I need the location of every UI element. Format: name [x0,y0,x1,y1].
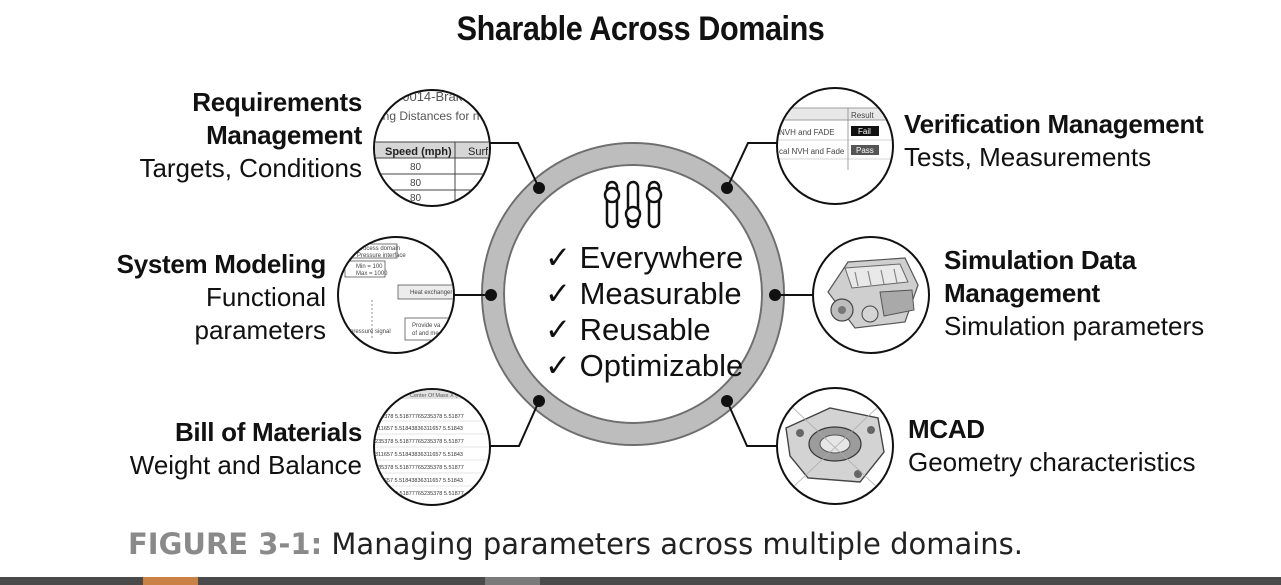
svg-text:Max = 1000: Max = 1000 [356,271,388,277]
mcad-heading: MCAD [908,414,985,444]
check-icon: ✓ [545,348,571,383]
requirements-thumbnail: 00014-Brak ing Distances for n Speed (mp… [373,89,491,207]
check-item-reusable: ✓ Reusable [545,312,711,347]
svg-text:80: 80 [410,178,422,189]
svg-text:Speed (mph): Speed (mph) [385,146,452,158]
simulation-heading-2: Management [944,278,1100,308]
mcad-part-image [776,387,894,505]
svg-text:5235378 5.51877765235378 5.5: 5235378 5.51877765235378 5.51877 [372,491,464,497]
svg-text:Fail: Fail [858,127,871,136]
svg-text:of and me: of and me [412,331,439,337]
simulation-heading-1: Simulation Data [944,245,1136,275]
svg-text:Center Of Mass X (..: Center Of Mass X (.. [410,393,461,399]
caption-text: Managing parameters across multiple doma… [322,527,1024,561]
check-icon: ✓ [545,312,571,347]
verification-heading: Verification Management [904,109,1204,139]
svg-text:80: 80 [410,162,422,173]
bottom-bar [0,577,1281,585]
bottom-bar-segment [485,577,540,585]
bom-heading: Bill of Materials [174,417,362,447]
svg-text:Process domain: Process domain [357,246,400,252]
svg-text:8311657 5.51843836311657 5.5: 8311657 5.51843836311657 5.51843 [372,478,463,484]
svg-text:Pass: Pass [856,146,874,155]
requirements-heading-2: Management [206,120,362,150]
svg-text:cal NVH and Fade: cal NVH and Fade [779,147,845,156]
svg-text:5235378 5.51877765235378 5.5: 5235378 5.51877765235378 5.51877 [372,465,464,471]
verification-label: Verification Management Tests, Measureme… [904,108,1224,174]
svg-text:pressure signal: pressure signal [350,329,391,335]
diagram-title: Sharable Across Domains [456,10,825,48]
simulation-label: Simulation Data Management Simulation pa… [944,244,1244,343]
svg-text:8311657 5.51843836311657 5.5: 8311657 5.51843836311657 5.51843 [372,452,463,458]
figure-caption: FIGURE 3-1: Managing parameters across m… [128,527,1023,561]
sliders-icon [603,180,663,229]
connector-dots [485,182,781,407]
svg-text:80: 80 [410,193,422,204]
verification-subtitle: Tests, Measurements [904,142,1152,172]
bottom-bar-accent [143,577,198,585]
central-ring-inner-edge [503,164,763,424]
engine-image [812,236,930,354]
svg-text:5235378 5.51877765235378 5.5: 5235378 5.51877765235378 5.51877 [372,439,464,445]
check-item-measurable: ✓ Measurable [545,276,742,311]
check-item-optimizable: ✓ Optimizable [545,348,744,383]
center-checklist: ✓ Everywhere ✓ Measurable ✓ Reusable ✓ O… [545,240,785,384]
svg-text:Result: Result [851,111,874,120]
svg-text:ing Distances for n: ing Distances for n [380,109,479,123]
bom-subtitle: Weight and Balance [129,450,362,480]
system-modeling-sub-2: parameters [194,315,327,345]
svg-text:Pressure interface: Pressure interface [357,253,406,259]
requirements-subtitle: Targets, Conditions [139,153,362,183]
verification-thumbnail: Result NVH and FADE cal NVH and Fade Fai… [776,87,894,205]
mcad-label: MCAD Geometry characteristics [908,413,1228,479]
svg-text:NVH and FADE: NVH and FADE [779,128,835,137]
check-icon: ✓ [545,240,571,275]
check-item-everywhere: ✓ Everywhere [545,240,744,275]
system-modeling-thumbnail: Process domain Pressure interface Min = … [337,236,455,354]
svg-text:5235378 5.51877765235378 5.5: 5235378 5.51877765235378 5.51877 [372,414,464,420]
system-modeling-label: System Modeling Functional parameters [80,248,327,347]
system-modeling-sub-1: Functional [206,282,326,312]
figure-label: FIGURE 3-1: [128,527,323,561]
svg-text:Surf: Surf [468,146,489,158]
bom-thumbnail: Center Of Mass X (.. 5235378 5.518777652… [372,388,491,506]
svg-text:Heat exchanger: Heat exchanger [410,290,452,296]
requirements-label: Requirements Management Targets, Conditi… [100,86,362,185]
simulation-subtitle: Simulation parameters [944,311,1205,341]
svg-text:Min = 100: Min = 100 [356,264,383,270]
requirements-heading-1: Requirements [192,87,362,117]
svg-text:8311657 5.51843836311657 5.5: 8311657 5.51843836311657 5.51843 [372,426,463,432]
connector-lines [453,142,814,447]
system-modeling-heading: System Modeling [116,249,327,279]
mcad-subtitle: Geometry characteristics [908,447,1196,477]
check-icon: ✓ [545,276,571,311]
bom-label: Bill of Materials Weight and Balance [100,416,363,482]
svg-text:Provide va: Provide va [412,323,441,329]
